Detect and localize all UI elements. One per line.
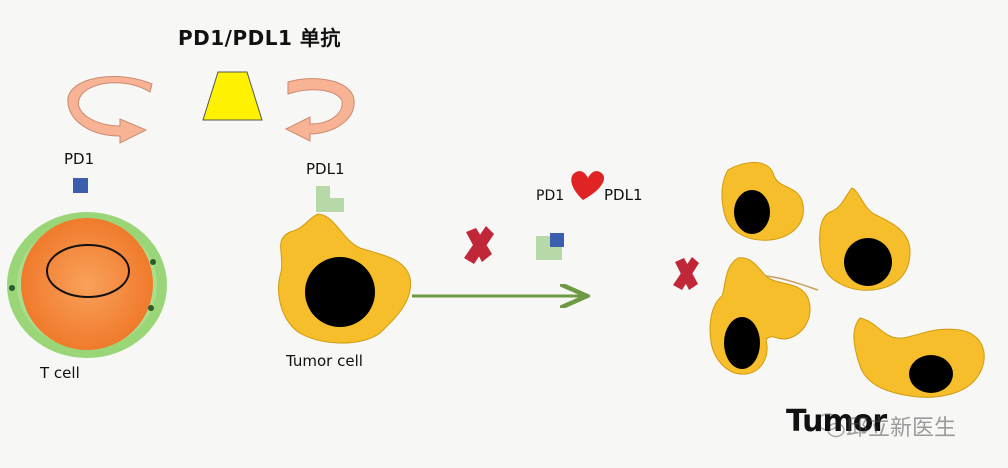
pdl1-label: PDL1: [306, 160, 345, 178]
tumor-label: Tumor: [786, 404, 887, 439]
red-x-icon: [464, 226, 494, 264]
wechat-icon: [817, 413, 845, 438]
pd1-receptor: [73, 178, 88, 193]
tumor-cell: [278, 213, 412, 344]
pdl1-ligand: [316, 186, 344, 212]
pd1-pdl1-complex: [536, 233, 564, 260]
left-circular-arrow-icon: [67, 75, 153, 144]
red-x-icon: [673, 257, 699, 290]
pd1-binding-label: PD1: [536, 188, 565, 204]
pdl1-binding-label: PDL1: [604, 186, 643, 204]
tumor-cell-label: Tumor cell: [286, 352, 363, 370]
heart-icon: [571, 171, 605, 200]
tumor-cluster: [709, 162, 985, 398]
diagram-title: PD1/PDL1 单抗: [178, 26, 341, 50]
t-cell: [7, 212, 167, 358]
antibody-shape: [202, 71, 263, 121]
t-cell-label: T cell: [40, 364, 80, 382]
pd1-label: PD1: [64, 150, 95, 168]
watermark-text: 邱立新医生: [846, 416, 957, 441]
right-circular-arrow-icon: [284, 78, 355, 142]
